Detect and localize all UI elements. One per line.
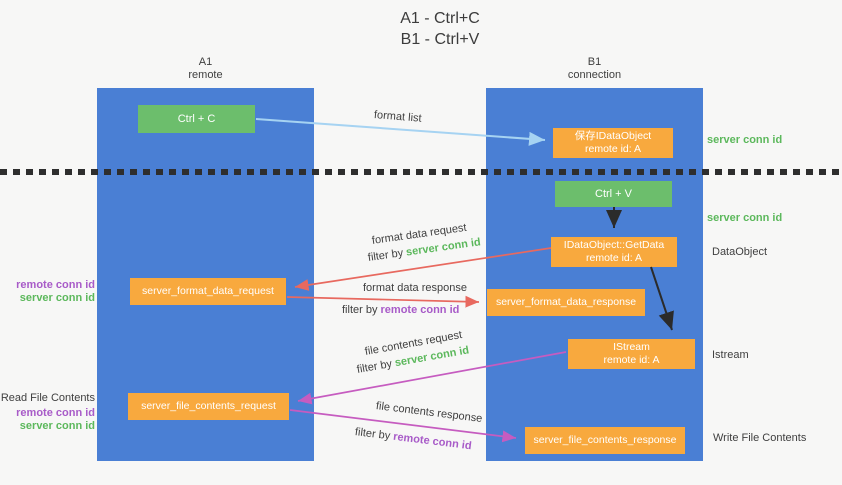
ctrl-c-label: Ctrl + C [177, 112, 216, 125]
node-idataobject-getdata: IDataObject::GetData remote id: A [551, 237, 677, 267]
node-server-format-data-response: server_format_data_response [487, 289, 645, 316]
filter-by-text-1: filter by [367, 246, 407, 264]
lane-a1-name: A1 [198, 56, 213, 68]
session-divider-dashed-line [0, 169, 842, 175]
format-data-response-filter: filter by remote conn id [342, 304, 459, 316]
node-ctrl-c: Ctrl + C [138, 105, 255, 133]
server-conn-id-annotation-left-top: server conn id [19, 292, 95, 304]
save-dataobject-line1: 保存IDataObject [574, 130, 652, 142]
istream-line2: remote id: A [603, 354, 660, 366]
file-contents-response-label: file contents response [375, 400, 483, 425]
format-list-label: format list [373, 109, 423, 125]
title-line-1: A1 - Ctrl+C [400, 10, 480, 27]
remote-conn-id-key-1: remote conn id [380, 304, 460, 316]
ctrl-v-label: Ctrl + V [595, 187, 632, 200]
read-file-contents-annotation: Read File Contents [0, 392, 95, 404]
format-data-response-label: format data response [363, 282, 467, 294]
getdata-line1: IDataObject::GetData [563, 239, 665, 251]
getdata-line2: remote id: A [585, 252, 643, 264]
server-conn-id-annotation-mid: server conn id [707, 212, 783, 224]
filter-by-text-2: filter by [342, 304, 381, 316]
lane-header-a1: A1 remote [97, 56, 314, 82]
left-conn-id-group-top: remote conn id server conn id [0, 279, 95, 305]
lane-b1-role: connection [567, 69, 622, 81]
save-dataobject-line2: remote id: A [584, 143, 642, 155]
left-conn-id-group-bottom: remote conn id server conn id [0, 407, 95, 433]
node-istream: IStream remote id: A [568, 339, 695, 369]
write-file-contents-annotation: Write File Contents [713, 432, 807, 444]
istream-annotation: Istream [712, 349, 749, 361]
file-contents-response-filter: filter by remote conn id [354, 426, 472, 452]
file-response-label: server_file_contents_response [533, 434, 677, 446]
filter-by-text-3: filter by [355, 357, 396, 376]
format-request-label: server_format_data_request [142, 285, 274, 297]
remote-conn-id-annotation-bottom: remote conn id [16, 407, 95, 419]
diagram-title: A1 - Ctrl+C B1 - Ctrl+V [300, 8, 580, 50]
filter-by-text-4: filter by [354, 426, 394, 443]
node-server-format-data-request: server_format_data_request [130, 278, 286, 305]
node-server-file-contents-request: server_file_contents_request [128, 393, 289, 420]
node-ctrl-v: Ctrl + V [555, 181, 672, 207]
lane-header-b1: B1 connection [486, 56, 703, 82]
node-save-dataobject: 保存IDataObject remote id: A [553, 128, 673, 158]
dataobject-annotation: DataObject [712, 246, 768, 258]
istream-line1: IStream [613, 341, 650, 353]
server-conn-id-annotation-left-bottom: server conn id [19, 420, 95, 432]
lane-a1-role: remote [188, 69, 223, 81]
format-response-label: server_format_data_response [495, 296, 637, 308]
title-line-2: B1 - Ctrl+V [400, 31, 480, 48]
file-request-label: server_file_contents_request [141, 400, 276, 412]
remote-conn-id-annotation-top: remote conn id [16, 279, 95, 291]
node-server-file-contents-response: server_file_contents_response [525, 427, 685, 454]
lane-b1-name: B1 [587, 56, 602, 68]
remote-conn-id-key-2: remote conn id [392, 430, 473, 453]
format-data-response-arrow [286, 295, 480, 308]
server-conn-id-annotation-top: server conn id [707, 134, 783, 146]
